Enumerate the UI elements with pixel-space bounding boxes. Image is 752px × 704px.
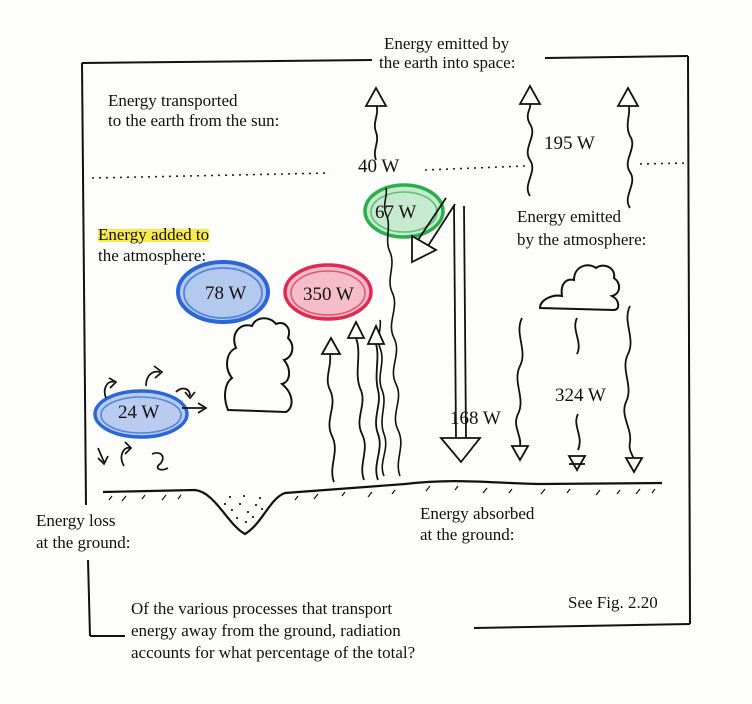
label-absorbed-ground-line2: at the ground:: [420, 525, 515, 544]
frame-top-left: [81, 59, 373, 64]
value-solar-ground: 168 W: [450, 408, 501, 429]
question-line3: accounts for what percentage of the tota…: [131, 643, 416, 662]
solar-arrow-67-icon: [411, 197, 456, 264]
curly-arrow-1-icon: [103, 377, 118, 399]
frame-top-right: [544, 55, 689, 59]
down-arrow-atm-3-icon: [623, 305, 644, 474]
surface-up-arrow-1-icon: [320, 336, 342, 483]
value-latent-heat: 78 W: [205, 283, 247, 304]
up-arrow-40-icon: [364, 86, 388, 161]
space-arrows: [364, 84, 640, 209]
blue-scribble-78: [176, 260, 270, 324]
back-radiation-arrows: [510, 305, 644, 474]
up-arrow-space-1-icon: [518, 84, 542, 197]
curly-arrow-7-icon: [182, 402, 208, 414]
atmosphere-top-line: [91, 162, 689, 179]
surface-up-arrows: [320, 319, 386, 483]
clouds: [224, 264, 620, 414]
value-surface-ir: 350 W: [303, 284, 354, 305]
curly-arrow-6-icon: [151, 452, 169, 471]
up-arrow-space-2-icon: [616, 86, 640, 209]
label-from-sun-line2: to the earth from the sun:: [108, 111, 280, 130]
label-absorbed-ground-line1: Energy absorbed: [420, 504, 535, 523]
solar-arrow-168-icon: [439, 205, 482, 464]
label-space-emitted-line2: the earth into space:: [379, 53, 516, 72]
cloud-left-icon: [224, 317, 294, 414]
curly-arrow-4-icon: [97, 447, 109, 466]
value-solar-absorbed-atm: 67 W: [375, 202, 417, 223]
label-loss-ground-line2: at the ground:: [36, 533, 131, 552]
down-arrow-atm-2-icon: [567, 317, 587, 472]
label-space-emitted-line1: Energy emitted by: [384, 34, 510, 53]
pond-stipple: [223, 494, 264, 524]
surface-up-arrow-3-icon: [366, 323, 386, 481]
cloud-right-icon: [538, 264, 620, 312]
frame-left-bottom: [87, 559, 91, 637]
scribbles: [93, 183, 445, 439]
ground-line: [102, 480, 663, 536]
curly-arrow-2-icon: [145, 365, 164, 387]
reference-note: See Fig. 2.20: [568, 593, 658, 612]
label-added-atmosphere-line2: the atmosphere:: [98, 246, 207, 265]
ground-hatching: [108, 485, 656, 502]
atmosphere-top-left: [91, 172, 331, 179]
atmosphere-top-right: [639, 162, 689, 165]
blue-scribble-24: [93, 389, 189, 439]
frame: [81, 55, 691, 637]
down-arrow-atm-1-icon: [510, 317, 530, 462]
ground: [102, 480, 663, 536]
value-atm-window: 40 W: [358, 156, 400, 177]
label-added-atmosphere-line1: Energy added to: [98, 224, 210, 245]
question-line2: energy away from the ground, radiation: [131, 621, 401, 640]
red-scribble-350: [283, 263, 373, 321]
value-conduction: 24 W: [118, 402, 160, 423]
question-line1: Of the various processes that transport: [131, 599, 393, 618]
label-loss-ground-line1: Energy loss: [36, 511, 116, 530]
frame-left-top: [81, 62, 87, 506]
label-atmosphere-emitted-line2: by the atmosphere:: [517, 230, 647, 249]
frame-right: [687, 55, 691, 625]
value-atm-back-ir: 324 W: [555, 385, 606, 406]
value-space-total: 195 W: [544, 133, 595, 154]
green-scribble-67: [363, 183, 445, 239]
atmosphere-top-middle: [424, 165, 526, 171]
label-from-sun-line1: Energy transported: [108, 91, 238, 110]
solar-arrows: [411, 197, 482, 464]
label-atmosphere-emitted-line1: Energy emitted: [517, 207, 622, 226]
convection-arrows: [97, 365, 208, 471]
surface-up-arrow-2-icon: [346, 319, 366, 481]
frame-bottom-right: [473, 623, 691, 629]
curly-arrow-3-icon: [175, 387, 196, 400]
curly-arrow-5-icon: [120, 441, 133, 467]
